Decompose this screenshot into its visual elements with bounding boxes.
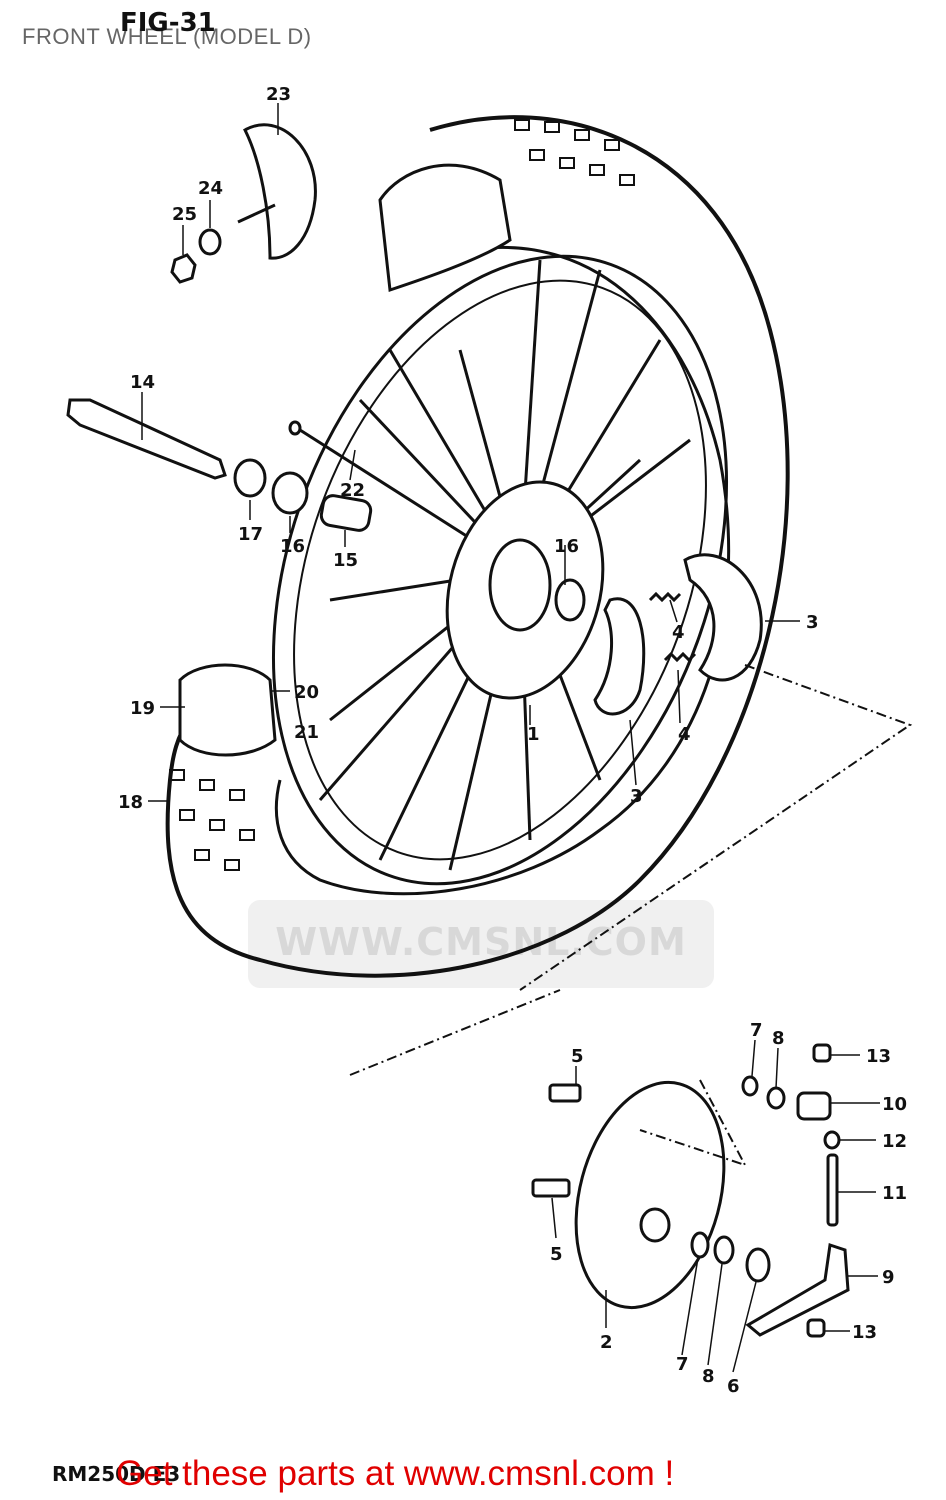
figure-number: FIG-31 — [120, 8, 216, 38]
part-label-15: 15 — [333, 550, 358, 571]
part-label-16-hub: 16 — [554, 536, 579, 557]
part-label-8: 8 — [772, 1028, 785, 1049]
part-label-17: 17 — [238, 524, 263, 545]
brake-shoe-upper — [683, 553, 763, 682]
cam-lever — [745, 1243, 850, 1337]
tire-inner-edge — [274, 246, 731, 896]
part-label-11: 11 — [882, 1183, 907, 1204]
hub-bearing — [554, 578, 586, 622]
part-label-14: 14 — [130, 372, 155, 393]
washer-8a — [766, 1086, 786, 1110]
bearing-16 — [271, 471, 309, 515]
bolt-13b — [806, 1318, 826, 1338]
stud-lower — [531, 1178, 571, 1198]
reference-lines — [349, 664, 913, 1167]
watermark-text: WWW.CMSNL.COM — [275, 920, 687, 964]
brake-panel-group — [531, 1043, 850, 1338]
hub-center — [488, 538, 552, 632]
watermark-badge: WWW.CMSNL.COM — [248, 900, 714, 988]
part-label-6: 6 — [727, 1376, 740, 1397]
valve-nut — [170, 253, 197, 284]
spring-lower — [663, 651, 697, 663]
valve-stem — [237, 203, 276, 224]
washer-7b — [690, 1231, 710, 1259]
valve-washer — [198, 228, 222, 256]
spoke-nipple — [288, 420, 302, 436]
part-label-10: 10 — [882, 1094, 907, 1115]
ref-line-panel — [639, 1079, 748, 1167]
ref-line-lower — [349, 989, 561, 1076]
part-label-3-lower: 3 — [630, 786, 643, 807]
model-code: RM250D E3 — [52, 1462, 181, 1486]
part-label-21: 21 — [294, 722, 319, 743]
brake-shoes — [593, 553, 763, 716]
part-label-13: 13 — [866, 1046, 891, 1067]
spring-upper — [648, 591, 682, 603]
brake-panel-boss — [639, 1207, 671, 1243]
part-label-22: 22 — [340, 480, 365, 501]
bolt-11 — [826, 1153, 839, 1227]
part-label-8-lower: 8 — [702, 1366, 715, 1387]
brake-panel — [574, 1080, 726, 1310]
part-label-13-lower: 13 — [852, 1322, 877, 1343]
washer-8b — [713, 1235, 735, 1265]
parts-shop-link[interactable]: Get these parts at www.cmsnl.com ! — [116, 1454, 675, 1493]
tire-cut-bottom — [178, 663, 277, 757]
part-label-23: 23 — [266, 84, 291, 105]
leader-lines — [141, 103, 880, 1373]
tire — [165, 115, 790, 978]
joint-10 — [796, 1091, 832, 1121]
ref-line-upper — [519, 664, 913, 991]
part-label-9: 9 — [882, 1267, 895, 1288]
wheel-assembly — [165, 115, 790, 978]
stud-upper — [548, 1083, 582, 1103]
part-label-4: 4 — [672, 622, 685, 643]
washer-7a — [741, 1075, 759, 1097]
spacer-15 — [319, 494, 373, 532]
part-label-18: 18 — [118, 792, 143, 813]
brake-shoe-lower — [593, 597, 646, 716]
part-label-4-lower: 4 — [678, 724, 691, 745]
rim-inner — [293, 279, 707, 861]
part-labels: 23 24 25 14 22 17 16 15 16 3 4 4 1 3 19 … — [118, 84, 907, 1397]
tire-cut-top — [378, 163, 512, 293]
axle — [66, 398, 227, 480]
nut-12 — [823, 1130, 841, 1150]
left-parts — [66, 123, 373, 532]
bolt-13a — [812, 1043, 832, 1063]
part-label-5: 5 — [571, 1046, 584, 1067]
part-label-7-lower: 7 — [676, 1354, 689, 1375]
part-label-5-lower: 5 — [550, 1244, 563, 1265]
part-label-3: 3 — [806, 612, 819, 633]
part-label-19: 19 — [130, 698, 155, 719]
part-label-7: 7 — [750, 1020, 763, 1041]
spacer-17 — [233, 458, 267, 498]
part-label-12: 12 — [882, 1131, 907, 1152]
part-label-2: 2 — [600, 1332, 613, 1353]
part-label-24: 24 — [198, 178, 223, 199]
part-label-16: 16 — [280, 536, 305, 557]
part-label-20: 20 — [294, 682, 319, 703]
tread-blocks — [169, 119, 635, 871]
rim-band — [243, 123, 317, 260]
page-title: FRONT WHEEL (MODEL D) — [22, 24, 312, 49]
part-label-1: 1 — [527, 724, 540, 745]
part-label-25: 25 — [172, 204, 197, 225]
seal-6 — [745, 1247, 771, 1283]
